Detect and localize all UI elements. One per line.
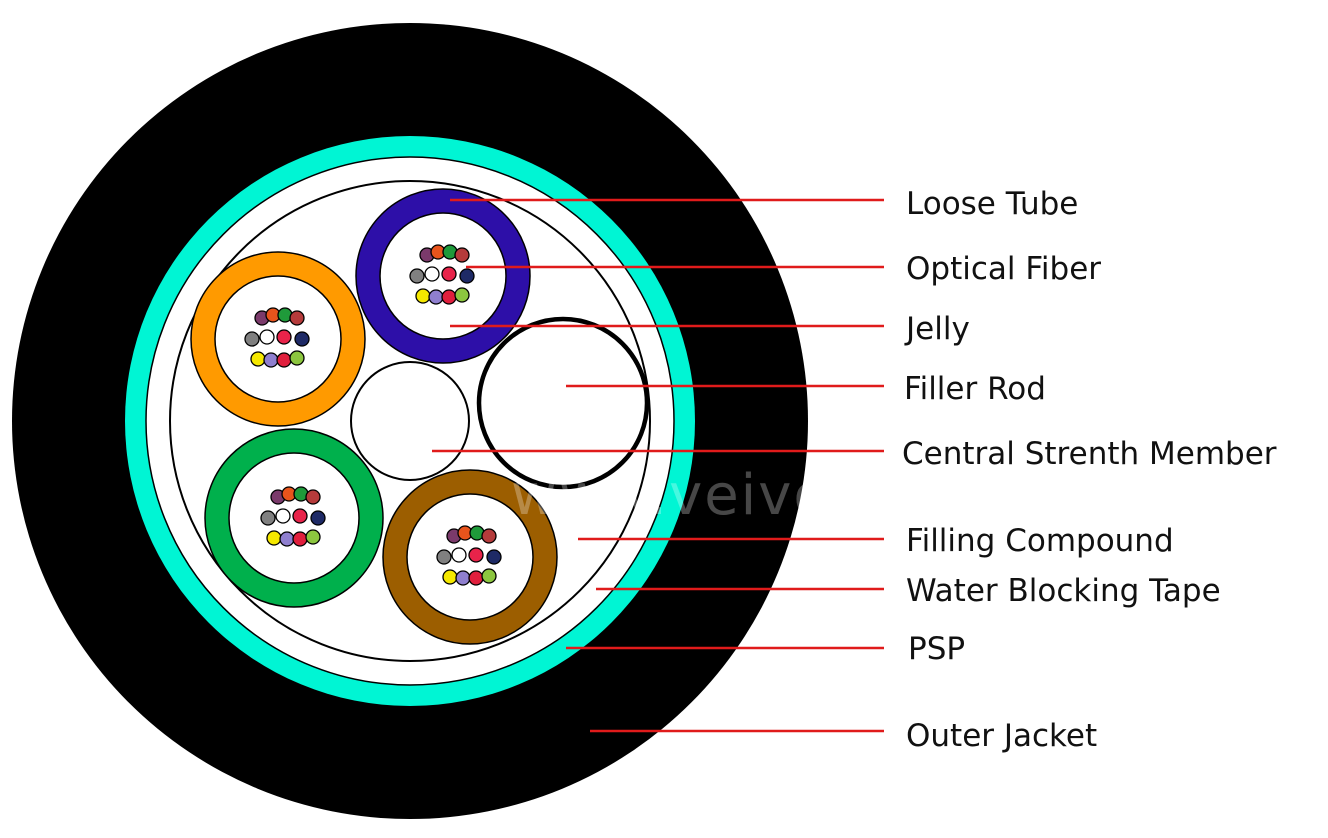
optical-fiber-dot: [424, 266, 440, 282]
optical-fiber-dot: [289, 310, 305, 326]
optical-fiber-dot: [263, 352, 279, 368]
optical-fiber-dot: [266, 530, 282, 546]
optical-fiber-dot: [244, 331, 260, 347]
optical-fiber-dot: [310, 510, 326, 526]
watermark-text: www.veivot.com: [511, 463, 999, 528]
label-psp: PSP: [908, 631, 965, 667]
optical-fiber-dot: [442, 569, 458, 585]
optical-fiber-dot: [276, 329, 292, 345]
label-filler-rod: Filler Rod: [904, 371, 1046, 407]
optical-fiber-dot: [486, 549, 502, 565]
optical-fiber-dot: [451, 547, 467, 563]
label-filling-compound: Filling Compound: [906, 523, 1174, 559]
optical-fiber-dot: [250, 351, 266, 367]
optical-fiber-dot: [259, 329, 275, 345]
optical-fiber-dot: [294, 331, 310, 347]
filler-rod: [476, 316, 650, 490]
optical-fiber-dot: [305, 489, 321, 505]
label-water-blocking-tape: Water Blocking Tape: [906, 573, 1221, 609]
optical-fiber-dot: [436, 549, 452, 565]
label-loose-tube: Loose Tube: [906, 186, 1078, 222]
optical-fiber-dot: [275, 508, 291, 524]
optical-fiber-dot: [276, 352, 292, 368]
optical-fiber-dot: [292, 531, 308, 547]
optical-fiber-dot: [428, 289, 444, 305]
optical-fiber-dot: [481, 528, 497, 544]
optical-fiber-dot: [292, 508, 308, 524]
optical-fiber-dot: [468, 570, 484, 586]
loose-tube-blue: [355, 188, 531, 364]
label-outer-jacket: Outer Jacket: [906, 718, 1097, 754]
optical-fiber-dot: [260, 510, 276, 526]
optical-fiber-dot: [481, 568, 497, 584]
loose-tube-green: [204, 428, 384, 608]
optical-fiber-dot: [441, 289, 457, 305]
label-jelly: Jelly: [904, 311, 970, 347]
optical-fiber-dot: [441, 266, 457, 282]
optical-fiber-dot: [455, 570, 471, 586]
optical-fiber-dot: [454, 247, 470, 263]
optical-fiber-dot: [415, 288, 431, 304]
loose-tube-orange: [190, 251, 366, 427]
loose-tube-brown: [382, 469, 558, 645]
optical-fiber-dot: [279, 531, 295, 547]
optical-fiber-dot: [289, 350, 305, 366]
optical-fiber-dot: [468, 547, 484, 563]
label-optical-fiber: Optical Fiber: [906, 251, 1101, 287]
optical-fiber-dot: [459, 268, 475, 284]
central-strength-member: [350, 361, 470, 481]
optical-fiber-dot: [454, 287, 470, 303]
label-central-strength-member: Central Strenth Member: [902, 436, 1277, 472]
optical-fiber-dot: [409, 268, 425, 284]
optical-fiber-dot: [305, 529, 321, 545]
